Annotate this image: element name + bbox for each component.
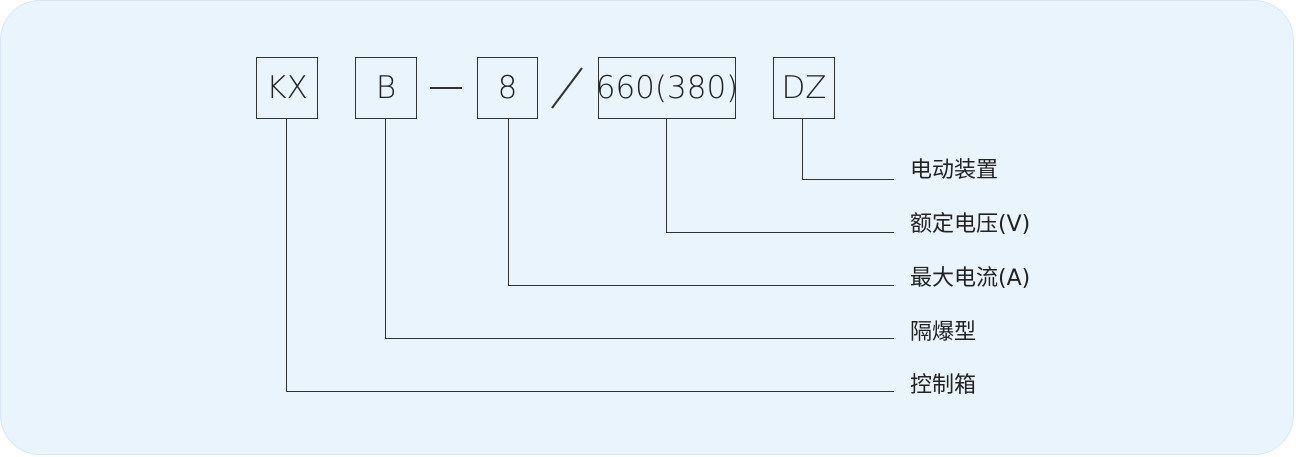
label-rated-voltage: 额定电压(V) xyxy=(910,212,1031,237)
separator-slash xyxy=(551,67,583,109)
code-current: 8 xyxy=(497,70,518,106)
code-box-current: 8 xyxy=(477,57,538,119)
leader-b-vertical xyxy=(385,119,386,339)
code-box-dz: DZ xyxy=(773,57,835,119)
leader-b-horizontal xyxy=(385,338,894,339)
label-control-box: 控制箱 xyxy=(910,373,977,398)
leader-dz-vertical xyxy=(802,119,803,180)
code-voltage: 660(380) xyxy=(595,70,739,106)
code-box-kx: KX xyxy=(256,57,318,119)
code-box-voltage: 660(380) xyxy=(595,57,739,119)
leader-dz-horizontal xyxy=(802,179,894,180)
leader-current-horizontal xyxy=(508,285,894,286)
code-kx: KX xyxy=(266,70,308,106)
code-box-b: B xyxy=(355,57,417,119)
label-explosion-proof: 隔爆型 xyxy=(910,320,977,345)
code-b: B xyxy=(375,70,397,106)
separator-dash xyxy=(430,87,462,89)
label-max-current: 最大电流(A) xyxy=(910,266,1031,291)
leader-kx-horizontal xyxy=(286,391,894,392)
leader-kx-vertical xyxy=(286,119,287,392)
leader-voltage-vertical xyxy=(666,119,667,233)
label-electric-device: 电动装置 xyxy=(910,158,999,183)
leader-current-vertical xyxy=(508,119,509,286)
code-dz: DZ xyxy=(781,70,827,106)
leader-voltage-horizontal xyxy=(666,232,894,233)
